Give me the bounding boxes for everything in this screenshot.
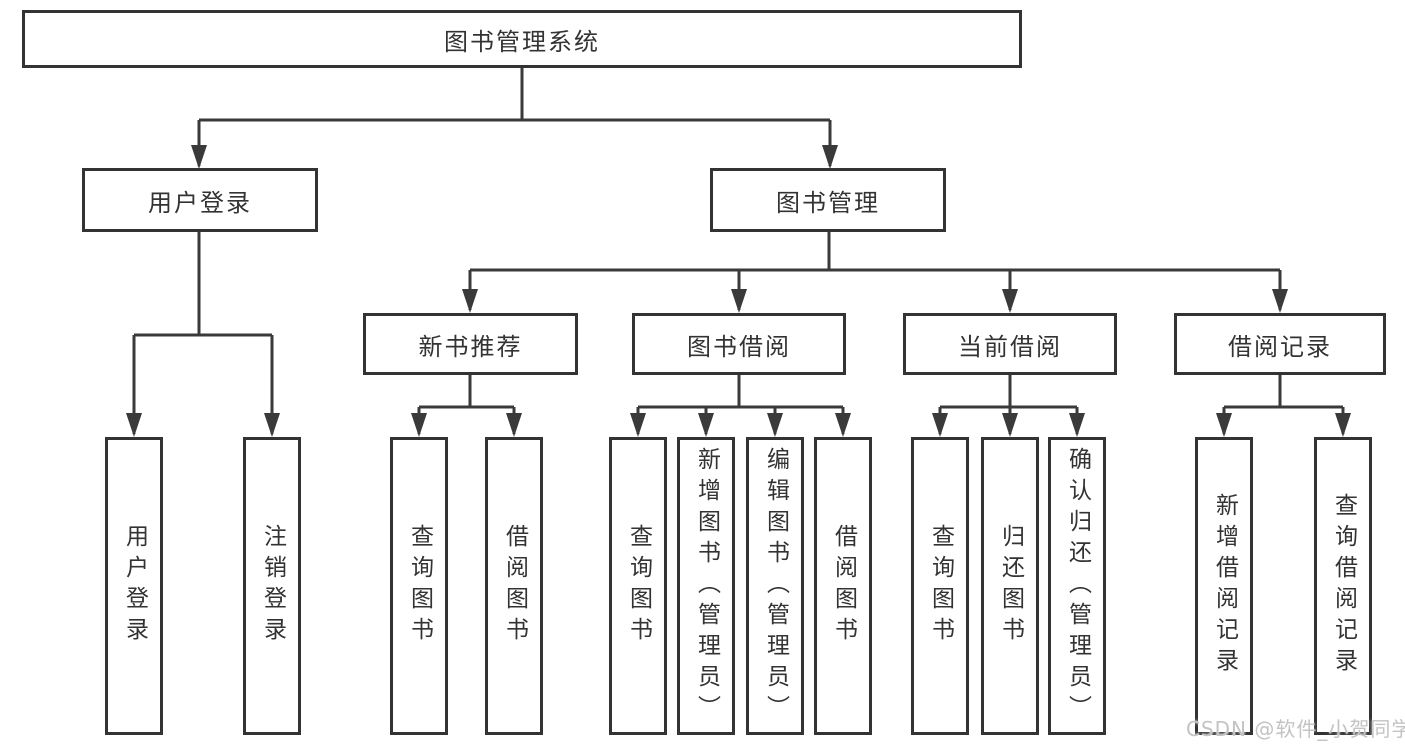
leaf-borrow-query-books: 查询图书 [609, 437, 667, 735]
node-book-management: 图书管理 [710, 168, 946, 232]
leaf-recommend-borrow-books: 借阅图书 [485, 437, 543, 735]
arrowheads [126, 145, 1351, 437]
leaf-records-query-record: 查询借阅记录 [1314, 437, 1372, 735]
connector-borrow-to-leaves [636, 375, 845, 434]
node-root: 图书管理系统 [22, 10, 1022, 68]
node-new-book-recommend: 新书推荐 [363, 313, 578, 375]
connector-records-to-leaves [1222, 375, 1345, 434]
node-current-borrow: 当前借阅 [903, 313, 1117, 375]
leaf-current-confirm-return-admin: 确认归还（管理员） [1048, 437, 1106, 735]
leaf-records-add-record: 新增借阅记录 [1195, 437, 1253, 735]
leaf-recommend-query-books: 查询图书 [390, 437, 448, 735]
leaf-current-query-books: 查询图书 [911, 437, 969, 735]
node-borrow-records: 借阅记录 [1174, 313, 1386, 375]
leaf-borrow-borrow-books: 借阅图书 [814, 437, 872, 735]
leaf-logout: 注销登录 [243, 437, 301, 735]
leaf-borrow-edit-books-admin: 编辑图书（管理员） [746, 437, 804, 735]
leaf-user-login: 用户登录 [105, 437, 163, 735]
connector-root-to-level2 [197, 68, 832, 166]
leaf-current-return-books: 归还图书 [981, 437, 1039, 735]
node-user-login: 用户登录 [82, 168, 318, 232]
connector-bookmgmt-to-level3 [468, 232, 1282, 310]
connector-userlogin-to-leaves [132, 232, 274, 434]
connector-recommend-to-leaves [417, 375, 516, 434]
node-book-borrow: 图书借阅 [632, 313, 846, 375]
leaf-borrow-add-books-admin: 新增图书（管理员） [677, 437, 735, 735]
watermark: CSDN @软件_小贺同学 [1186, 717, 1405, 741]
